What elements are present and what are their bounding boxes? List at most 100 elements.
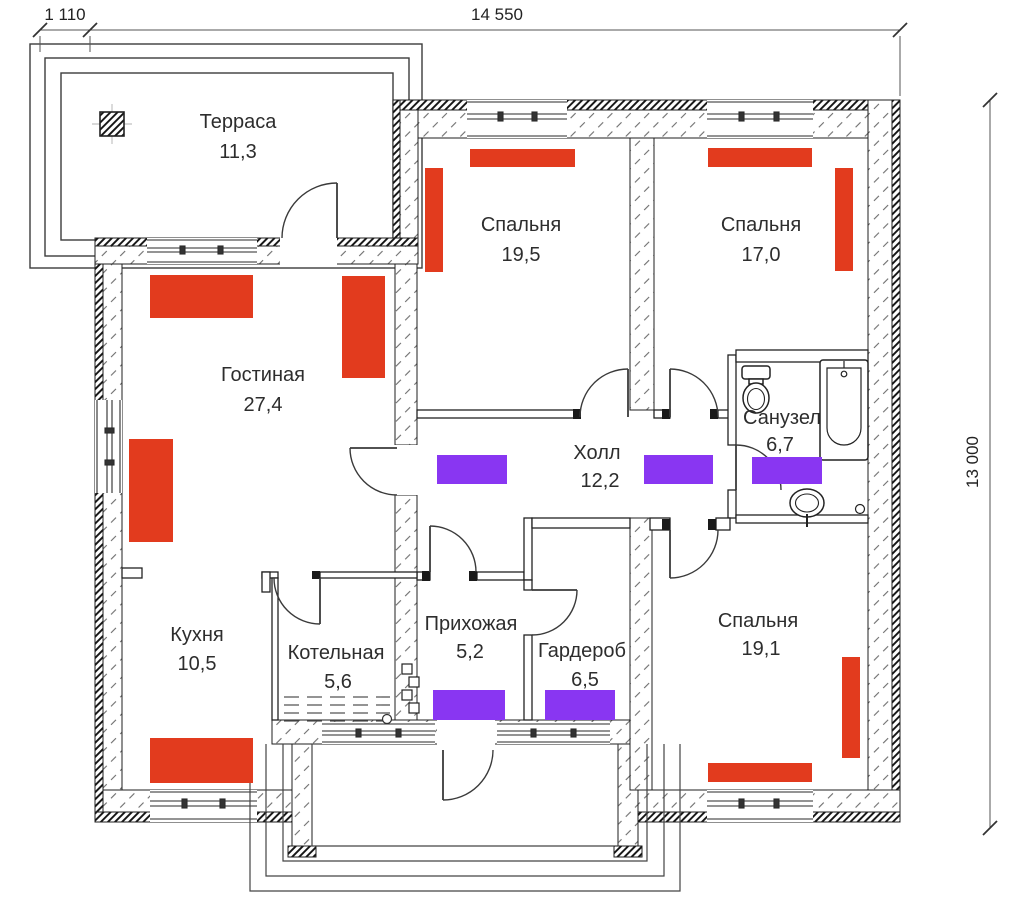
room-area-boiler: 5,6	[324, 671, 352, 693]
window-bedroom1	[467, 100, 567, 138]
wall-upperleft-outer	[392, 99, 401, 239]
door-entrance	[442, 749, 494, 801]
boiler-panel-icon	[401, 663, 420, 714]
wall-bath-left-b	[727, 489, 737, 519]
wall-kitchen-jog	[261, 571, 271, 593]
exterior-walls	[94, 99, 901, 858]
room-label-wardrobe: Гардероб	[538, 640, 626, 662]
door-bedroom1	[579, 368, 629, 418]
floor-mats-layer	[433, 455, 822, 720]
wall-wardrobe-bedroom	[629, 517, 653, 791]
wall-right-outer	[891, 99, 901, 823]
room-label-terrace: Терраса	[200, 111, 278, 133]
wall-bedrooms-hall-left	[416, 409, 581, 419]
room-area-bedroom3: 19,1	[742, 638, 781, 660]
wall-hall-entry-b	[476, 571, 525, 581]
radiator	[150, 275, 253, 318]
room-area-living: 27,4	[244, 394, 283, 416]
room-label-kitchen: Кухня	[170, 624, 224, 646]
wall-left-outer	[94, 237, 104, 813]
radiator	[835, 168, 853, 271]
floor-mat	[437, 455, 507, 484]
radiator	[708, 763, 812, 782]
wall-entry-jog	[523, 517, 533, 581]
room-label-entry: Прихожая	[425, 613, 518, 635]
door-living	[349, 447, 398, 496]
room-area-wardrobe: 6,5	[571, 669, 599, 691]
sink-icon	[789, 488, 825, 527]
window-living	[95, 400, 122, 493]
jamb-caps	[312, 409, 718, 581]
floor-mat	[752, 457, 822, 484]
radiator	[129, 439, 173, 542]
window-bedroom2	[707, 100, 813, 138]
door-bedroom2	[669, 368, 719, 418]
room-label-bathroom: Санузел	[743, 407, 821, 429]
dim-right: 13 000	[963, 436, 982, 488]
room-label-boiler: Котельная	[288, 642, 385, 664]
door-gaps	[280, 237, 495, 745]
floor-mat	[545, 690, 615, 720]
wall-between-bedrooms	[629, 137, 655, 411]
wall-right-inner	[867, 99, 893, 813]
boiler-equipment	[284, 663, 420, 725]
wall-bath-left-a	[727, 354, 737, 446]
room-area-entry: 5,2	[456, 641, 484, 663]
radiator	[708, 148, 812, 167]
door-wardrobe	[531, 589, 578, 636]
wall-living-hall-upper	[394, 263, 418, 446]
wall-kitchen-boiler	[271, 577, 279, 721]
column-icon	[92, 104, 132, 144]
radiator	[425, 168, 443, 272]
room-area-bathroom: 6,7	[766, 434, 794, 456]
porch-wall-left	[291, 743, 313, 847]
porch-cap-right	[613, 845, 643, 858]
room-label-hall: Холл	[573, 442, 620, 464]
bathtub-icon	[819, 359, 869, 461]
wall-left-inner	[102, 245, 123, 791]
wall-upperleft-inner	[399, 109, 419, 239]
wall-bedroom3-top-b	[715, 517, 731, 531]
doors	[273, 182, 782, 801]
porch-steps	[249, 744, 681, 892]
floor-mat	[433, 690, 505, 720]
window-kitchen	[150, 790, 257, 822]
radiator	[842, 657, 860, 758]
wall-entry-wardrobe-a	[523, 579, 533, 591]
room-area-terrace: 11,3	[219, 141, 256, 163]
door-bedroom3	[669, 529, 719, 579]
gap-terrace-door	[280, 237, 337, 265]
floor-drain-icon	[854, 503, 866, 515]
room-area-hall: 12,2	[581, 470, 620, 492]
wall-wardrobe-top	[531, 517, 631, 529]
wall-bath-top	[735, 349, 869, 363]
bathroom-fixtures	[741, 359, 869, 527]
room-label-living: Гостиная	[221, 364, 305, 386]
boiler-drain-icon	[381, 713, 393, 725]
radiators-layer	[129, 148, 860, 783]
radiator	[150, 738, 253, 783]
window-porch-left	[322, 722, 435, 744]
dim-top: 14 550	[471, 5, 523, 24]
window-porch-right	[497, 722, 610, 744]
room-area-bedroom1: 19,5	[502, 244, 541, 266]
porch-cap-left	[287, 845, 317, 858]
door-boiler	[273, 577, 321, 625]
wall-entry-wardrobe-b	[523, 634, 533, 721]
dimensions	[32, 22, 998, 836]
door-entry	[429, 525, 477, 573]
gap-living-door	[394, 445, 418, 495]
toilet-icon	[741, 365, 771, 414]
partitions	[121, 349, 869, 721]
radiator	[470, 149, 575, 167]
gap-entrance-door	[437, 719, 495, 745]
radiator	[342, 276, 385, 378]
room-label-bedroom2: Спальня	[721, 214, 801, 236]
window-terrace-wall	[147, 238, 257, 264]
room-area-bedroom2: 17,0	[742, 244, 781, 266]
windows	[95, 100, 813, 822]
room-label-bedroom3: Спальня	[718, 610, 798, 632]
floor-mat	[644, 455, 713, 484]
